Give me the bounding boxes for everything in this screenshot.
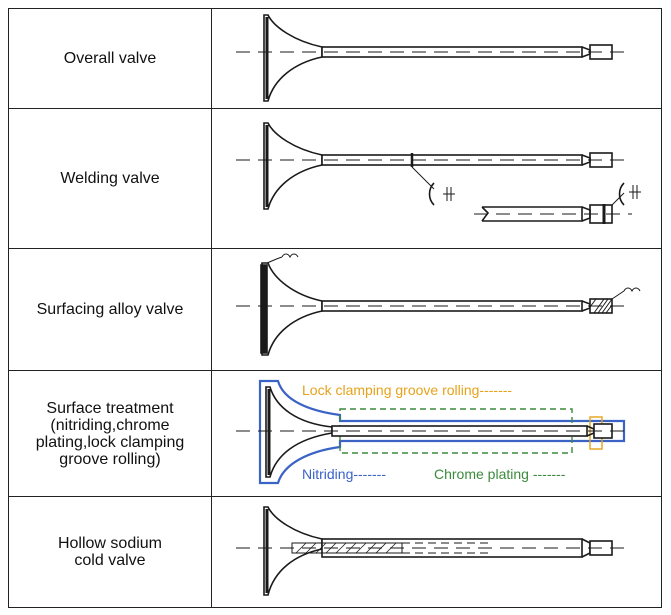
valve-types-table: Overall valve Welding valve: [8, 8, 662, 608]
lock-clamping-annotation: Lock clamping groove rolling-------: [302, 382, 512, 398]
chrome-plating-annotation: Chrome plating -------: [434, 466, 566, 482]
row-welding-valve: Welding valve: [9, 109, 661, 249]
row-surface-treatment-valve: Surface treatment (nitriding,chrome plat…: [9, 371, 661, 497]
row-label: Hollow sodium cold valve: [9, 497, 212, 607]
valve-drawing-overall: [212, 9, 661, 108]
nitriding-outline: [258, 379, 626, 485]
valve-drawing-welding: [212, 109, 661, 248]
valve-drawing-hollow-sodium: [212, 497, 661, 607]
row-label: Surfacing alloy valve: [9, 249, 212, 370]
row-label: Welding valve: [9, 109, 212, 248]
valve-drawing-surfacing: [212, 249, 661, 370]
nitriding-annotation: Nitriding-------: [302, 466, 386, 482]
row-label: Overall valve: [9, 9, 212, 108]
row-overall-valve: Overall valve: [9, 9, 661, 109]
valve-drawing-surface-treatment: Lock clamping groove rolling------- Nitr…: [212, 371, 661, 496]
row-surfacing-alloy-valve: Surfacing alloy valve: [9, 249, 661, 371]
row-label: Surface treatment (nitriding,chrome plat…: [9, 371, 212, 496]
row-hollow-sodium-valve: Hollow sodium cold valve: [9, 497, 661, 607]
